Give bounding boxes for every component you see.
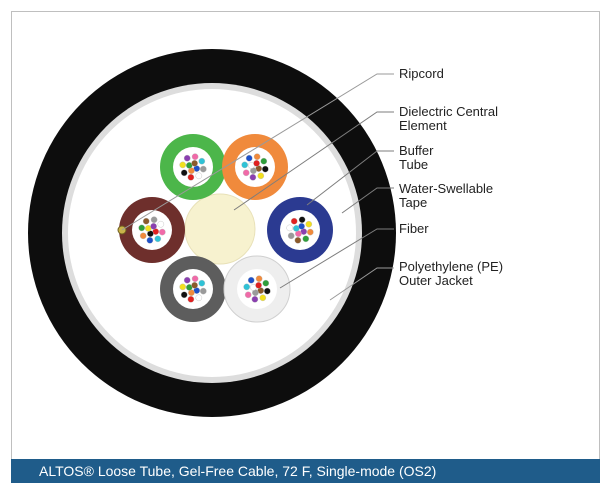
leader-line xyxy=(121,73,394,231)
label-water-swellable-tape: Water-Swellable Tape xyxy=(399,181,494,210)
fiber xyxy=(260,157,268,165)
fiber xyxy=(245,154,253,162)
fiber xyxy=(305,220,313,228)
fiber xyxy=(150,216,158,223)
fiber xyxy=(253,153,261,160)
fiber xyxy=(199,287,207,295)
fiber xyxy=(187,295,195,303)
caption-text: ALTOS® Loose Tube, Gel-Free Cable, 72 F,… xyxy=(39,463,437,479)
fiber xyxy=(261,165,269,173)
fiber xyxy=(294,236,302,244)
leader-lines-overlay xyxy=(121,73,394,301)
label-outer-jacket: Polyethylene (PE) Outer Jacket xyxy=(399,259,504,288)
fiber xyxy=(187,173,195,181)
fiber xyxy=(255,281,262,289)
fiber xyxy=(191,281,198,289)
leader-line xyxy=(341,187,394,214)
label-dielectric-central-element: Dielectric Central Element xyxy=(399,104,498,133)
fiber xyxy=(191,275,199,283)
fiber xyxy=(179,283,186,291)
fiber xyxy=(142,217,150,225)
fiber xyxy=(257,172,265,180)
fiber xyxy=(287,232,295,240)
cable-cross-section-diagram xyxy=(28,49,396,417)
fiber xyxy=(150,222,157,230)
fiber xyxy=(179,161,186,169)
fiber xyxy=(157,220,165,228)
fiber xyxy=(183,276,191,284)
fiber xyxy=(241,161,248,169)
leader-line xyxy=(233,111,394,211)
label-fiber: Fiber xyxy=(399,221,429,236)
fiber xyxy=(138,224,145,232)
fiber xyxy=(198,279,206,287)
fiber xyxy=(158,228,166,236)
fiber xyxy=(195,172,203,180)
fiber xyxy=(191,153,199,160)
fiber xyxy=(242,169,250,177)
fiber xyxy=(191,159,198,167)
buffer-tube-orange xyxy=(222,134,288,200)
fiber xyxy=(259,294,267,302)
fiber xyxy=(290,217,298,225)
fiber xyxy=(198,157,206,165)
buffer-tube-slate xyxy=(160,256,226,322)
buffer-tubes xyxy=(119,134,333,323)
label-buffer-tube: Buffer Tube xyxy=(399,143,434,172)
buffer-tube-brown xyxy=(119,197,185,263)
buffer-tube-white xyxy=(223,255,291,323)
fiber xyxy=(154,235,162,243)
leader-line xyxy=(306,150,394,206)
buffer-tube-blue xyxy=(267,197,333,263)
fiber xyxy=(183,154,191,162)
fiber xyxy=(253,159,260,167)
fiber xyxy=(180,291,188,299)
fiber xyxy=(306,228,314,236)
fiber xyxy=(263,287,271,295)
label-ripcord: Ripcord xyxy=(399,66,444,81)
fiber xyxy=(302,235,310,243)
fiber xyxy=(262,279,270,287)
fiber xyxy=(298,222,305,230)
fiber xyxy=(247,276,255,284)
leader-line xyxy=(279,228,394,289)
dielectric-central-element xyxy=(184,193,256,265)
fiber xyxy=(139,232,147,240)
fiber xyxy=(298,216,306,223)
fiber xyxy=(249,173,257,181)
fiber xyxy=(195,294,203,302)
fiber xyxy=(199,165,207,173)
caption-bar: ALTOS® Loose Tube, Gel-Free Cable, 72 F,… xyxy=(11,459,600,483)
diagram-frame: Ripcord Dielectric Central Element Buffe… xyxy=(11,11,600,459)
fiber xyxy=(286,224,294,232)
buffer-tube-green xyxy=(160,134,226,200)
leader-line xyxy=(329,267,394,301)
fiber xyxy=(251,295,259,303)
fiber xyxy=(243,283,250,291)
fiber xyxy=(180,169,188,177)
fiber xyxy=(244,291,252,299)
fiber xyxy=(146,236,154,244)
fiber xyxy=(255,275,263,283)
